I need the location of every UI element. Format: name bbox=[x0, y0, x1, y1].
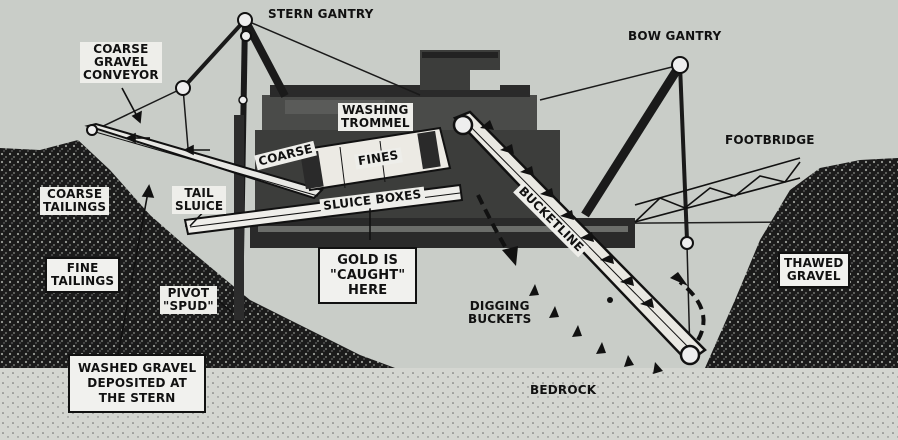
label-coarse-tailings: COARSE TAILINGS bbox=[40, 187, 110, 215]
label-pivot-spud: PIVOT "SPUD" bbox=[160, 286, 217, 314]
label-washing-trommel: WASHING TROMMEL bbox=[338, 103, 413, 131]
label-footbridge: FOOTBRIDGE bbox=[725, 133, 815, 147]
label-thawed-gravel: THAWED GRAVEL bbox=[778, 252, 850, 288]
label-gold-caught: GOLD IS "CAUGHT" HERE bbox=[318, 247, 418, 304]
label-tail-sluice: TAIL SLUICE bbox=[172, 186, 227, 214]
footbridge bbox=[634, 157, 801, 223]
label-fine-tailings: FINE TAILINGS bbox=[45, 257, 121, 293]
label-stern-gantry: STERN GANTRY bbox=[268, 7, 374, 21]
label-digging-buckets: DIGGING BUCKETS bbox=[468, 299, 532, 326]
label-coarse-gravel-conveyor: COARSE GRAVEL CONVEYOR bbox=[80, 42, 162, 83]
label-bow-gantry: BOW GANTRY bbox=[628, 29, 722, 43]
digging-buckets bbox=[480, 120, 663, 374]
label-washed-gravel: WASHED GRAVEL DEPOSITED AT THE STERN bbox=[68, 354, 207, 413]
label-bedrock: BEDROCK bbox=[530, 383, 597, 397]
